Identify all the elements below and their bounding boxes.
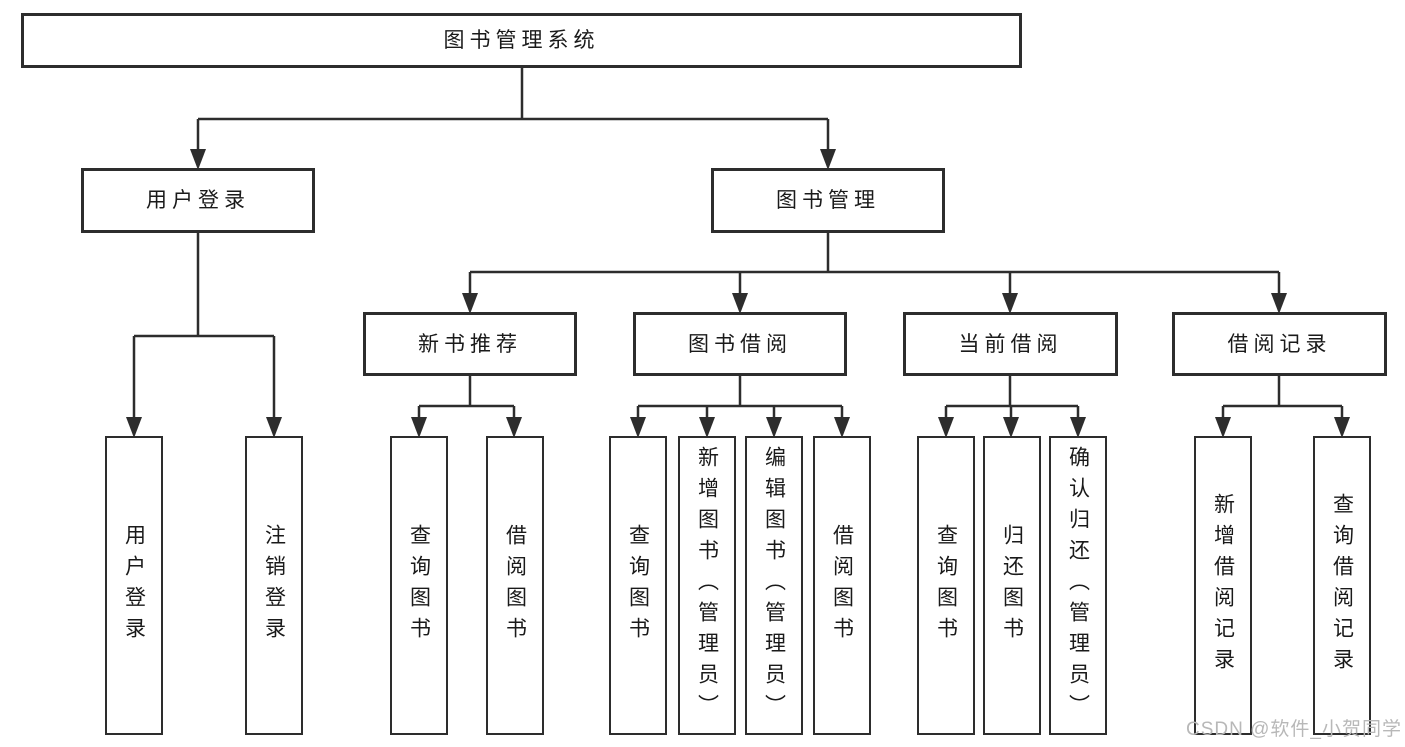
node-label: 编辑图书（管理员） — [762, 446, 786, 725]
node-label: 借阅图书 — [503, 523, 527, 648]
node-label: 确认归还（管理员） — [1066, 446, 1090, 725]
node-label: 图书管理系统 — [443, 29, 600, 52]
node-label: 当前借阅 — [958, 332, 1063, 356]
node-label: 查询图书 — [626, 523, 650, 648]
node-label: 图书借阅 — [688, 332, 792, 356]
leaf-cb-confirm-return-admin: 确认归还（管理员） — [1049, 436, 1107, 735]
leaf-logout: 注销登录 — [245, 436, 303, 735]
leaf-bb-query-books: 查询图书 — [609, 436, 667, 735]
node-label: 新增借阅记录 — [1211, 492, 1235, 679]
node-label: 注销登录 — [262, 523, 286, 648]
leaf-br-query-borrow-record: 查询借阅记录 — [1313, 436, 1371, 735]
arrow-down-icons — [126, 149, 1350, 438]
watermark: CSDN @软件_小贺同学 — [1186, 719, 1402, 740]
node-label: 查询图书 — [407, 523, 431, 648]
node-label: 新增图书（管理员） — [695, 446, 719, 725]
leaf-nb-query-books: 查询图书 — [390, 436, 448, 735]
node-current-borrowing: 当前借阅 — [903, 312, 1118, 376]
leaf-bb-borrow-books: 借阅图书 — [813, 436, 871, 735]
node-new-book-recommend: 新书推荐 — [363, 312, 577, 376]
node-borrow-records: 借阅记录 — [1172, 312, 1387, 376]
connector-paths — [132, 68, 1344, 434]
node-label: 查询借阅记录 — [1330, 492, 1354, 679]
leaf-cb-return-books: 归还图书 — [983, 436, 1041, 735]
leaf-cb-query-books: 查询图书 — [917, 436, 975, 735]
node-book-borrowing: 图书借阅 — [633, 312, 847, 376]
node-label: 借阅图书 — [830, 523, 854, 648]
leaf-bb-add-books-admin: 新增图书（管理员） — [678, 436, 736, 735]
leaf-br-add-borrow-record: 新增借阅记录 — [1194, 436, 1252, 735]
node-library-system: 图书管理系统 — [21, 13, 1022, 68]
node-label: 用户登录 — [122, 523, 146, 648]
node-label: 查询图书 — [934, 523, 958, 648]
node-book-management: 图书管理 — [711, 168, 945, 233]
node-user-login: 用户登录 — [81, 168, 315, 233]
node-label: 归还图书 — [1000, 523, 1024, 648]
leaf-user-login: 用户登录 — [105, 436, 163, 735]
node-label: 用户登录 — [146, 189, 250, 212]
leaf-bb-edit-books-admin: 编辑图书（管理员） — [745, 436, 803, 735]
leaf-nb-borrow-books: 借阅图书 — [486, 436, 544, 735]
node-label: 新书推荐 — [418, 332, 522, 356]
node-label: 图书管理 — [776, 189, 880, 212]
node-label: 借阅记录 — [1227, 332, 1332, 356]
